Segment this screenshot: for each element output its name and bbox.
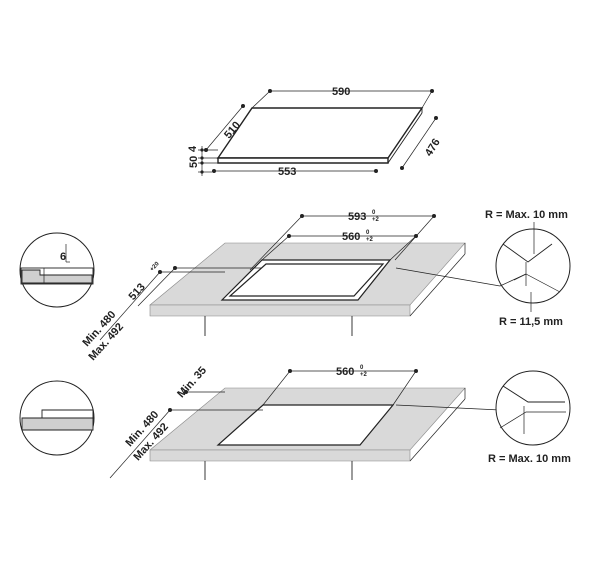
inner-tol-down-2: +2 [360, 372, 368, 378]
radius-corner-label: R = Max. 10 mm [485, 209, 568, 221]
corner-detail-bottom: R = Max. 10 mm [488, 370, 571, 465]
bottom-cutout-drawing: 560 0 +2 Min. 35 Min. 480 Max. 492 [109, 365, 501, 480]
cutout-bottom [216, 404, 395, 446]
inner-width-label: 560 [342, 231, 360, 243]
depth-tol-down: 0 [154, 261, 161, 268]
inner-width-label-2: 560 [336, 366, 354, 378]
corner-detail-top: R = Max. 10 mm R = 11,5 mm [485, 209, 571, 328]
inner-tol-up: 0 [366, 230, 370, 236]
hob-dimension-drawing: 590 510 476 553 4 50 [187, 86, 443, 178]
inner-tol-down: +2 [366, 237, 374, 243]
hob-width-label: 590 [332, 86, 350, 98]
cutout-inner [228, 263, 385, 297]
hob-height-label: 50 [188, 156, 200, 168]
hob-side-label: 476 [423, 137, 443, 159]
edge-detail-top: 6 [19, 232, 95, 308]
top-cutout-drawing: 593 0 +2 560 0 +2 513 +2 0 Min. 480 Max.… [80, 210, 501, 363]
min-edge-label: Min. 35 [175, 365, 209, 401]
radius-corner-label-2: R = Max. 10 mm [488, 453, 571, 465]
outer-tol-up: 0 [372, 210, 376, 216]
edge-detail-dim: 6 [60, 251, 66, 263]
outer-width-label: 593 [348, 211, 366, 223]
hob-front-edge [217, 157, 389, 164]
hob-bottom-label: 553 [278, 166, 296, 178]
worktop-front-2 [149, 449, 411, 462]
inner-tol-up-2: 0 [360, 365, 364, 371]
edge-detail-bottom [19, 380, 95, 456]
outer-tol-down: +2 [372, 217, 380, 223]
depth-tol-up: +2 [149, 263, 158, 273]
hob-thickness-label: 4 [187, 145, 199, 152]
radius-inner-label: R = 11,5 mm [499, 316, 563, 328]
worktop-front [149, 304, 411, 317]
hob-top-surface [216, 107, 424, 159]
